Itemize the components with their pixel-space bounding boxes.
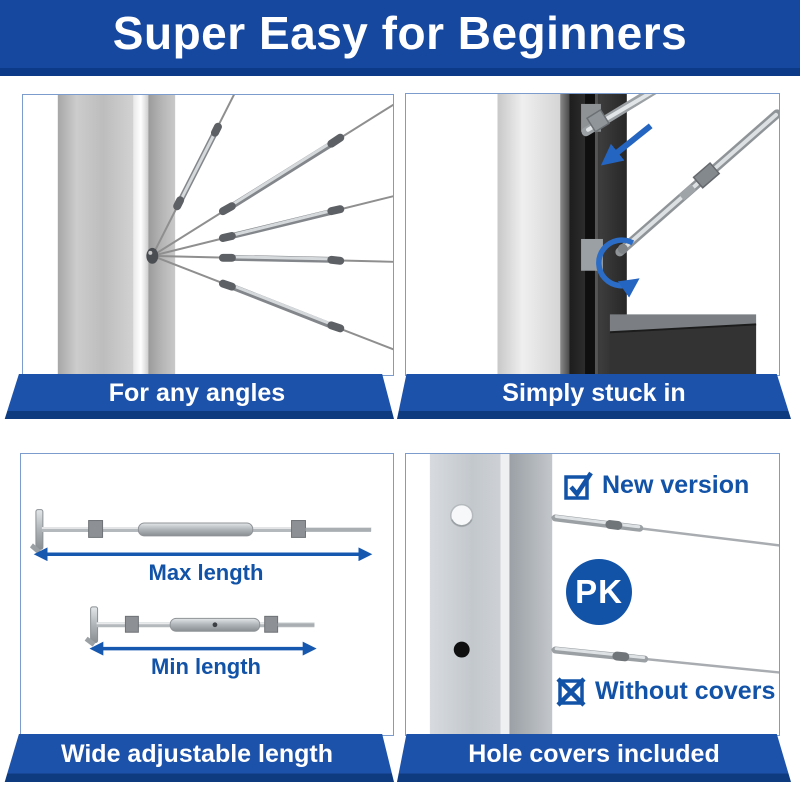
post-right-face xyxy=(509,454,553,735)
caption-hole-covers-included: Hole covers included xyxy=(397,734,791,782)
panel-hole-covers: New version PK Without covers xyxy=(405,453,780,736)
cable-anchor-point xyxy=(146,247,159,264)
caption-text: Hole covers included xyxy=(468,740,720,768)
upper-cable xyxy=(550,514,779,547)
without-covers-label: Without covers xyxy=(595,676,776,705)
post-cable-fan-illustration xyxy=(57,95,393,375)
pk-badge: PK xyxy=(566,559,632,625)
top-cable-stud xyxy=(581,94,657,137)
cable-turnbuckle-c xyxy=(151,195,393,257)
post-left-face xyxy=(429,454,501,735)
caption-text: Simply stuck in xyxy=(502,379,686,407)
turnbuckle-length-illustration xyxy=(29,509,373,656)
bottom-channel-bracket xyxy=(609,314,757,375)
anchor-highlight xyxy=(148,250,153,255)
panel-adjustable-length: Max length Min length xyxy=(20,453,394,736)
insert-arrow xyxy=(600,123,653,166)
open-hole-black xyxy=(453,641,470,658)
turnbuckle-min xyxy=(84,606,315,647)
new-version-row: New version xyxy=(563,470,749,500)
min-length-label: Min length xyxy=(151,654,261,679)
post-front-face xyxy=(497,94,561,375)
caption-for-any-angles: For any angles xyxy=(4,374,394,419)
max-length-label: Max length xyxy=(148,560,264,585)
header-banner: Super Easy for Beginners xyxy=(0,0,800,76)
new-version-label: New version xyxy=(602,470,750,499)
post-corner-edge xyxy=(560,94,570,375)
cable-turnbuckle-a xyxy=(151,95,235,257)
post-corner-highlight xyxy=(500,454,510,735)
panel-any-angles xyxy=(22,94,394,376)
check-icon xyxy=(564,471,593,500)
x-icon xyxy=(556,677,586,707)
page-title: Super Easy for Beginners xyxy=(112,7,688,59)
post-hole-covers-illustration xyxy=(429,454,779,735)
without-covers-row: Without covers xyxy=(556,676,776,707)
slot-inner-highlight xyxy=(594,94,598,375)
hole-cover-shadow xyxy=(451,519,473,527)
post-corner-highlight xyxy=(133,95,149,375)
caption-text: Wide adjustable length xyxy=(60,740,334,768)
lower-cable xyxy=(550,646,779,674)
post-front-face xyxy=(57,95,134,375)
post-slot-insertion-illustration xyxy=(497,94,779,375)
rotate-arrow xyxy=(596,237,640,298)
caption-text: For any angles xyxy=(108,379,286,407)
caption-simply-stuck-in: Simply stuck in xyxy=(397,374,791,419)
lower-cable-stud xyxy=(615,109,779,257)
cable-turnbuckle-e xyxy=(151,254,393,351)
turnbuckle-max xyxy=(29,509,372,555)
caption-wide-adjustable-length: Wide adjustable length xyxy=(4,734,394,782)
post-slot xyxy=(585,94,598,375)
panel-simply-stuck-in xyxy=(405,93,780,376)
post-side-face xyxy=(148,95,176,375)
cable-turnbuckle-d xyxy=(151,253,393,265)
cable-turnbuckle-b xyxy=(151,103,393,257)
